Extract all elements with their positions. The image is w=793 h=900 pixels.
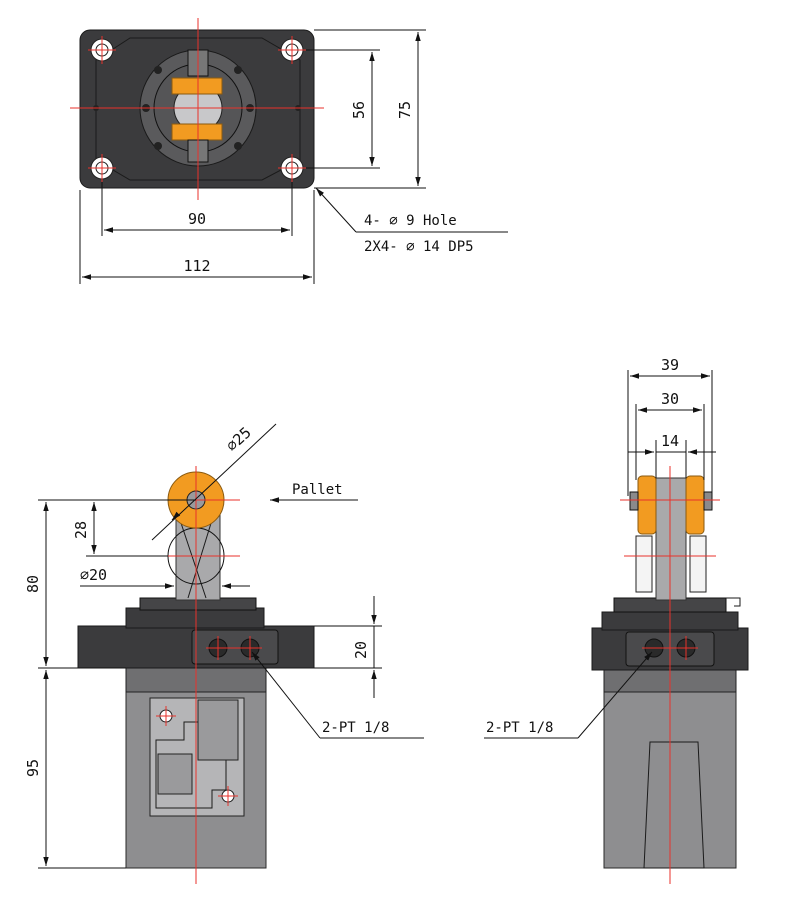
side-view-roller-right [685, 475, 705, 535]
bolt-hole [154, 142, 162, 150]
front-port-label: 2-PT 1/8 [322, 720, 389, 736]
dim-roller-dia: ∅25 [223, 423, 255, 455]
hole-callout-line2: 2X4- ∅ 14 DP5 [364, 239, 474, 255]
top-view-roller-upper [171, 77, 223, 95]
front-view: ∅25 Pallet 28 ∅20 80 95 20 2-PT 1/8 [24, 423, 424, 884]
dim-outer-width: 39 [661, 356, 679, 374]
front-view-collar [125, 607, 265, 629]
bolt-hole [234, 142, 242, 150]
front-view-port-block [191, 629, 279, 665]
dim-roller-offset: 28 [72, 521, 90, 539]
pallet-label: Pallet [292, 482, 343, 498]
dim-hole-pitch-y: 56 [350, 101, 368, 119]
top-view-roller-lower [171, 123, 223, 141]
dim-height: 75 [396, 101, 414, 119]
dim-hole-pitch-x: 90 [188, 210, 206, 228]
hole-callout-line1: 4- ∅ 9 Hole [364, 213, 457, 229]
bolt-hole [234, 66, 242, 74]
dim-inner-width: 14 [661, 432, 679, 450]
dim-pin-dia: ∅20 [80, 566, 107, 584]
dim-width: 112 [183, 257, 210, 275]
side-view-arm [655, 477, 687, 601]
dim-mid-width: 30 [661, 390, 679, 408]
dim-lower-height: 95 [24, 759, 42, 777]
bolt-hole [154, 66, 162, 74]
dim-port-block: 20 [352, 641, 370, 659]
side-port-label: 2-PT 1/8 [486, 720, 553, 736]
side-view-roller-left [637, 475, 657, 535]
top-view: 90 112 56 75 4- ∅ 9 Hole 2X4- ∅ 14 DP5 [70, 18, 508, 284]
side-view: 39 30 14 2-PT 1/8 [484, 356, 749, 884]
dim-upper-height: 80 [24, 575, 42, 593]
